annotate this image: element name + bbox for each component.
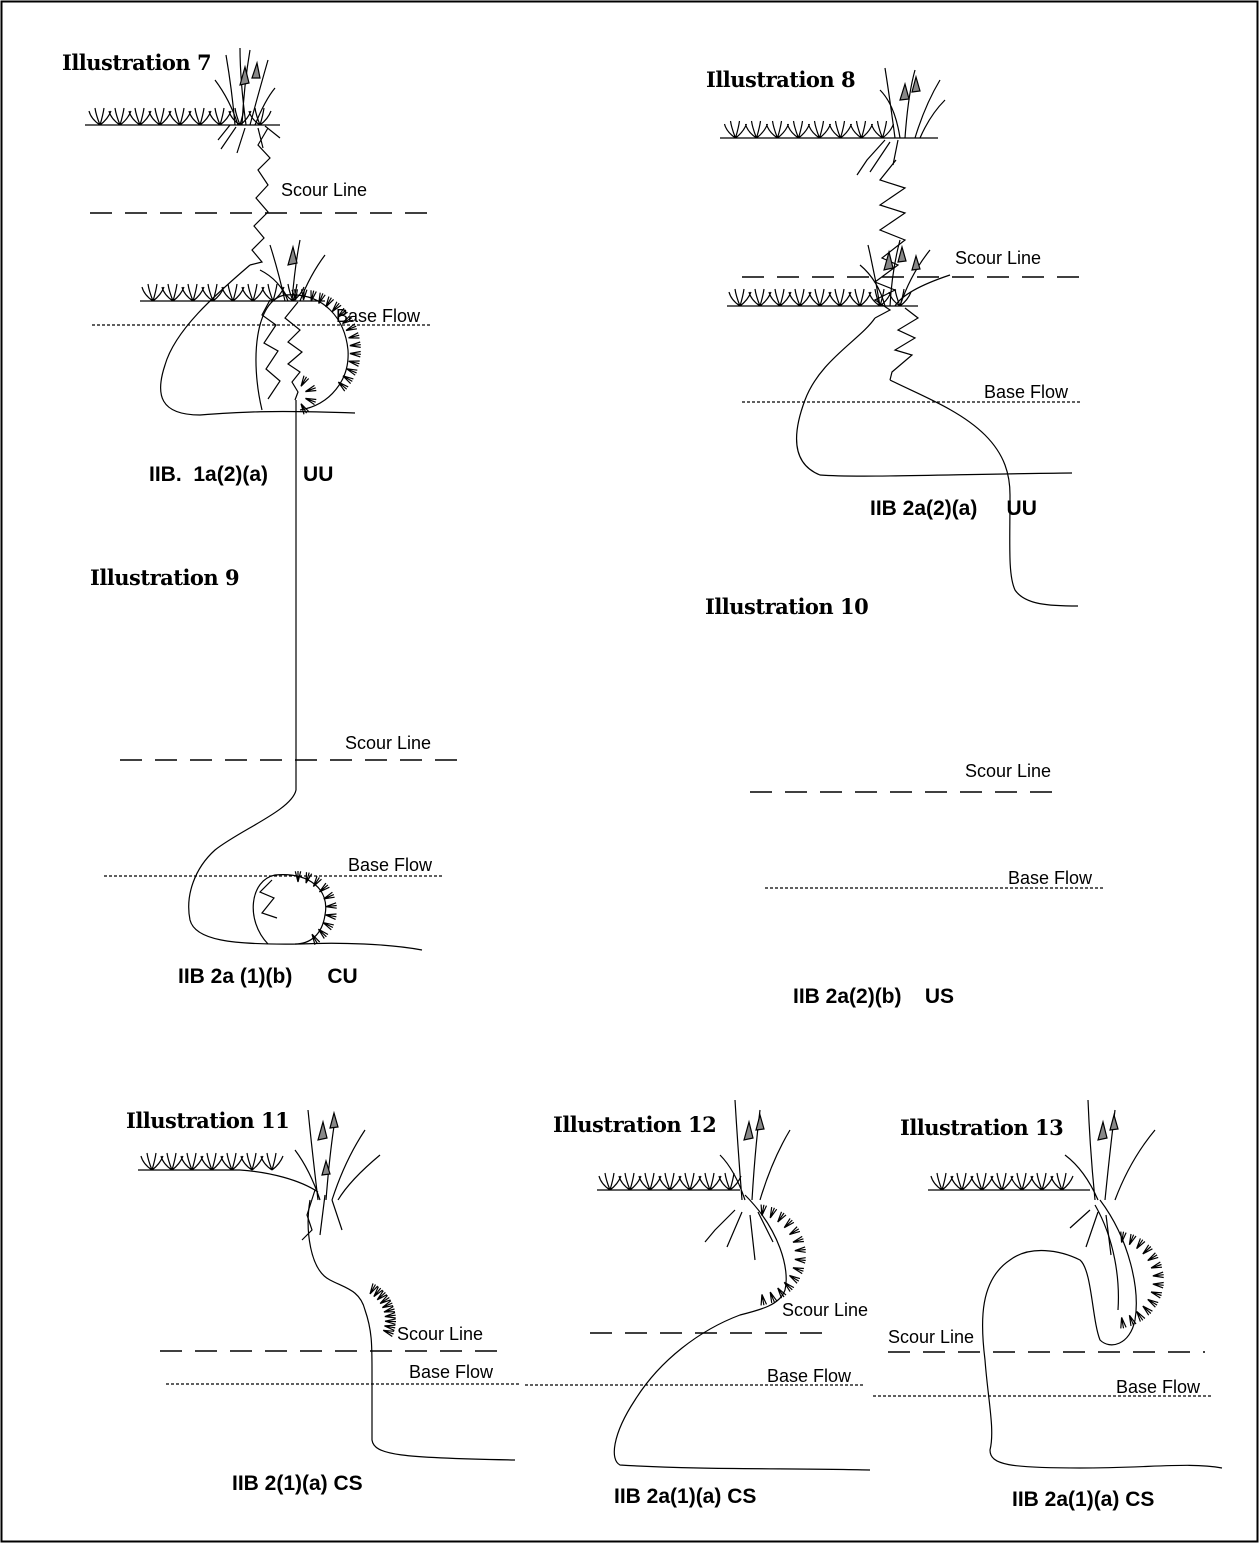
illustration-12-title: Illustration 12 <box>553 1112 716 1137</box>
illustration-12-scour-line-label: Scour Line <box>782 1300 868 1321</box>
illustration-9-title: Illustration 9 <box>90 565 239 590</box>
grass-tuft <box>725 121 894 138</box>
illustration-13-drawing <box>873 1100 1222 1468</box>
reed-clump <box>720 1100 790 1200</box>
illustration-9-base-flow-label: Base Flow <box>348 855 432 876</box>
grass-tuft <box>599 1173 741 1190</box>
illustration-13-title: Illustration 13 <box>900 1115 1063 1140</box>
illustration-13-scour-line-label: Scour Line <box>888 1327 974 1348</box>
grass-tuft <box>931 1173 1073 1190</box>
illustration-9-drawing <box>104 240 470 950</box>
grass-tufts <box>599 1173 741 1190</box>
illustration-11-base-flow-label: Base Flow <box>409 1362 493 1383</box>
illustration-8-base-flow-label: Base Flow <box>984 382 1068 403</box>
reed-clump <box>860 240 950 306</box>
fringe <box>761 1205 806 1306</box>
reed-clump <box>1065 1100 1155 1200</box>
illustration-7-base-flow-label: Base Flow <box>336 306 420 327</box>
illustration-13-caption: IIB 2a(1)(a) CS <box>1012 1488 1154 1512</box>
illustration-9-caption: IIB 2a (1)(b) CU <box>178 965 358 989</box>
illustration-10-caption: IIB 2a(2)(b) US <box>793 985 954 1009</box>
fringe <box>292 289 361 391</box>
illustration-9-scour-line-label: Scour Line <box>345 733 431 754</box>
illustration-12-base-flow-label: Base Flow <box>767 1366 851 1387</box>
fringe <box>370 1283 396 1336</box>
illustration-10-drawing <box>727 240 1105 888</box>
illustration-7-drawing <box>85 48 440 415</box>
illustration-11-caption: IIB 2(1)(a) CS <box>232 1472 363 1496</box>
grass-tufts <box>725 121 894 138</box>
illustration-8-scour-line-label: Scour Line <box>955 248 1041 269</box>
illustration-7-title: Illustration 7 <box>62 50 211 75</box>
illustration-11-drawing <box>138 1110 520 1460</box>
grass-tufts <box>931 1173 1073 1190</box>
grass-tuft <box>141 1153 283 1170</box>
vegetation-fringe <box>292 289 361 391</box>
vegetation-fringe <box>370 1283 396 1336</box>
vegetation-fringe <box>761 1205 806 1306</box>
illustration-8-caption: IIB 2a(2)(a) UU <box>870 497 1037 521</box>
illustration-8-title: Illustration 8 <box>706 67 855 92</box>
illustration-7-caption: IIB. 1a(2)(a) UU <box>149 463 333 487</box>
illustration-11-title: Illustration 11 <box>126 1108 289 1133</box>
illustration-12-caption: IIB 2a(1)(a) CS <box>614 1485 756 1509</box>
grass-tufts <box>141 1153 283 1170</box>
illustration-8-drawing <box>720 68 1082 476</box>
fringe <box>1121 1232 1164 1329</box>
illustration-13-base-flow-label: Base Flow <box>1116 1377 1200 1398</box>
reed-clump <box>215 48 275 125</box>
illustration-11-scour-line-label: Scour Line <box>397 1324 483 1345</box>
vegetation-fringe <box>295 871 336 945</box>
reed-clump <box>880 68 945 138</box>
illustration-10-scour-line-label: Scour Line <box>965 761 1051 782</box>
illustration-10-title: Illustration 10 <box>705 594 868 619</box>
vegetation-fringe <box>1121 1232 1164 1329</box>
illustration-7-scour-line-label: Scour Line <box>281 180 367 201</box>
illustration-12-drawing <box>525 1100 870 1470</box>
fringe <box>295 871 336 945</box>
illustration-10-base-flow-label: Base Flow <box>1008 868 1092 889</box>
